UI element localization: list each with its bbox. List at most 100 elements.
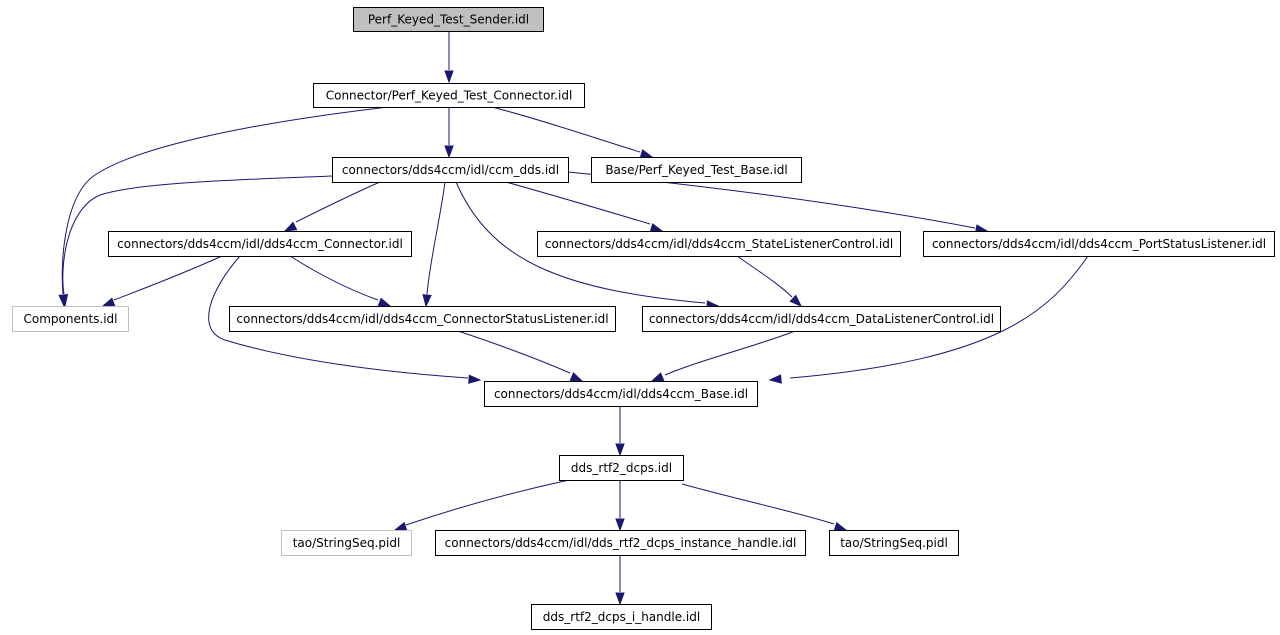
nodes-layer: Perf_Keyed_Test_Sender.idlConnector/Perf…: [12, 7, 1275, 630]
edge-ccm-to-csl: [422, 181, 446, 308]
edge-dbase-to-rtf2: [615, 406, 625, 457]
node-box: [229, 306, 616, 332]
node-box: [353, 7, 544, 32]
edge-line: [113, 255, 223, 301]
arrowhead: [615, 592, 625, 606]
arrowhead: [615, 518, 625, 532]
node-box: [559, 455, 684, 481]
node-box: [591, 157, 802, 183]
edge-line: [736, 255, 793, 298]
node-label: connectors/dds4ccm/idl/dds4ccm_Connector…: [236, 312, 608, 326]
edge-rtf2-to-ih: [615, 480, 625, 532]
edge-dconn-to-comp: [101, 255, 223, 307]
node-label: connectors/dds4ccm/idl/dds4ccm_StateList…: [545, 237, 893, 251]
node-box: [108, 231, 412, 257]
edge-root-to-conn: [444, 31, 454, 84]
node-label: dds_rtf2_dcps_i_handle.idl: [543, 610, 700, 624]
edges-layer: [58, 31, 1089, 606]
edge-conn-to-base: [491, 106, 654, 159]
node-rtf2[interactable]: dds_rtf2_dcps.idl: [559, 455, 684, 481]
node-box: [281, 530, 412, 556]
node-box: [923, 231, 1275, 257]
node-label: Base/Perf_Keyed_Test_Base.idl: [605, 163, 787, 177]
arrowhead: [101, 297, 116, 307]
node-csl[interactable]: connectors/dds4ccm/idl/dds4ccm_Connector…: [229, 306, 616, 332]
node-comp[interactable]: Components.idl: [12, 306, 129, 332]
node-dbase[interactable]: connectors/dds4ccm/idl/dds4ccm_Base.idl: [484, 381, 758, 407]
arrowhead: [444, 145, 454, 159]
node-ccm[interactable]: connectors/dds4ccm/idl/ccm_dds.idl: [332, 157, 569, 183]
edge-line: [405, 479, 570, 526]
node-label: connectors/dds4ccm/idl/dds4ccm_PortStatu…: [932, 237, 1266, 251]
edge-line: [426, 181, 446, 295]
arrowhead: [422, 294, 432, 308]
node-label: connectors/dds4ccm/idl/dds4ccm_Base.idl: [494, 387, 748, 401]
node-ss2[interactable]: tao/StringSeq.pidl: [829, 530, 959, 556]
arrowhead: [283, 221, 298, 232]
node-slc[interactable]: connectors/dds4ccm/idl/dds4ccm_StateList…: [537, 231, 901, 257]
edge-line: [455, 181, 706, 304]
edge-line: [491, 106, 641, 153]
edge-line: [61, 106, 389, 295]
edge-ccm-to-comp: [58, 175, 333, 308]
node-label: connectors/dds4ccm/idl/ccm_dds.idl: [342, 163, 559, 177]
node-box: [829, 530, 959, 556]
node-label: Connector/Perf_Keyed_Test_Connector.idl: [326, 89, 573, 103]
node-label: connectors/dds4ccm/idl/dds_rtf2_dcps_ins…: [445, 536, 797, 550]
arrowhead: [468, 374, 482, 384]
node-label: Perf_Keyed_Test_Sender.idl: [368, 13, 529, 27]
node-base[interactable]: Base/Perf_Keyed_Test_Base.idl: [591, 157, 802, 183]
node-box: [435, 530, 806, 556]
arrowhead: [615, 443, 625, 457]
arrowhead: [833, 522, 848, 532]
arrowhead: [639, 149, 654, 159]
arrowhead: [649, 223, 664, 233]
arrowhead: [650, 372, 665, 382]
arrowhead: [58, 293, 69, 308]
edge-line: [505, 181, 651, 225]
arrowhead: [569, 372, 584, 382]
edge-csl-to-dbase: [457, 330, 584, 382]
edge-dlc-to-dbase: [650, 330, 796, 382]
node-ih[interactable]: connectors/dds4ccm/idl/dds_rtf2_dcps_ins…: [435, 530, 806, 556]
node-ss1[interactable]: tao/StringSeq.pidl: [281, 530, 412, 556]
node-label: connectors/dds4ccm/idl/dds4ccm_DataListe…: [649, 312, 994, 326]
node-box: [12, 306, 129, 332]
edge-line: [681, 483, 835, 525]
node-box: [484, 381, 758, 407]
edge-line: [295, 181, 381, 223]
node-root[interactable]: Perf_Keyed_Test_Sender.idl: [353, 7, 544, 32]
node-ihh[interactable]: dds_rtf2_dcps_i_handle.idl: [531, 604, 712, 630]
arrowhead: [377, 297, 392, 307]
node-dlc[interactable]: connectors/dds4ccm/idl/dds4ccm_DataListe…: [642, 306, 1001, 332]
node-psl[interactable]: connectors/dds4ccm/idl/dds4ccm_PortStatu…: [923, 231, 1275, 257]
node-label: dds_rtf2_dcps.idl: [571, 461, 672, 475]
node-box: [313, 83, 585, 108]
arrowhead: [768, 374, 782, 384]
node-label: tao/StringSeq.pidl: [293, 536, 401, 550]
edge-slc-to-dlc: [736, 255, 803, 308]
edge-line: [457, 330, 571, 374]
node-label: tao/StringSeq.pidl: [840, 536, 948, 550]
edge-line: [789, 255, 1089, 379]
arrowhead: [789, 294, 803, 308]
node-box: [537, 231, 901, 257]
edge-ccm-to-dconn: [283, 181, 381, 232]
node-dconn[interactable]: connectors/dds4ccm/idl/dds4ccm_Connector…: [108, 231, 412, 257]
edge-line: [289, 255, 379, 301]
node-box: [531, 604, 712, 630]
edge-line: [62, 175, 333, 295]
node-box: [332, 157, 569, 183]
arrowhead: [444, 70, 454, 84]
node-box: [642, 306, 1001, 332]
edge-line: [664, 330, 796, 376]
edge-rtf2-to-ss1: [393, 479, 570, 531]
edge-psl-to-dbase: [768, 255, 1089, 384]
node-conn[interactable]: Connector/Perf_Keyed_Test_Connector.idl: [313, 83, 585, 108]
edge-line: [208, 255, 469, 379]
arrowhead: [393, 521, 408, 531]
node-label: connectors/dds4ccm/idl/dds4ccm_Connector…: [117, 237, 403, 251]
edge-dconn-to-dbase: [208, 255, 482, 384]
edge-ih-to-ihh: [615, 555, 625, 606]
edge-dconn-to-csl: [289, 255, 392, 307]
